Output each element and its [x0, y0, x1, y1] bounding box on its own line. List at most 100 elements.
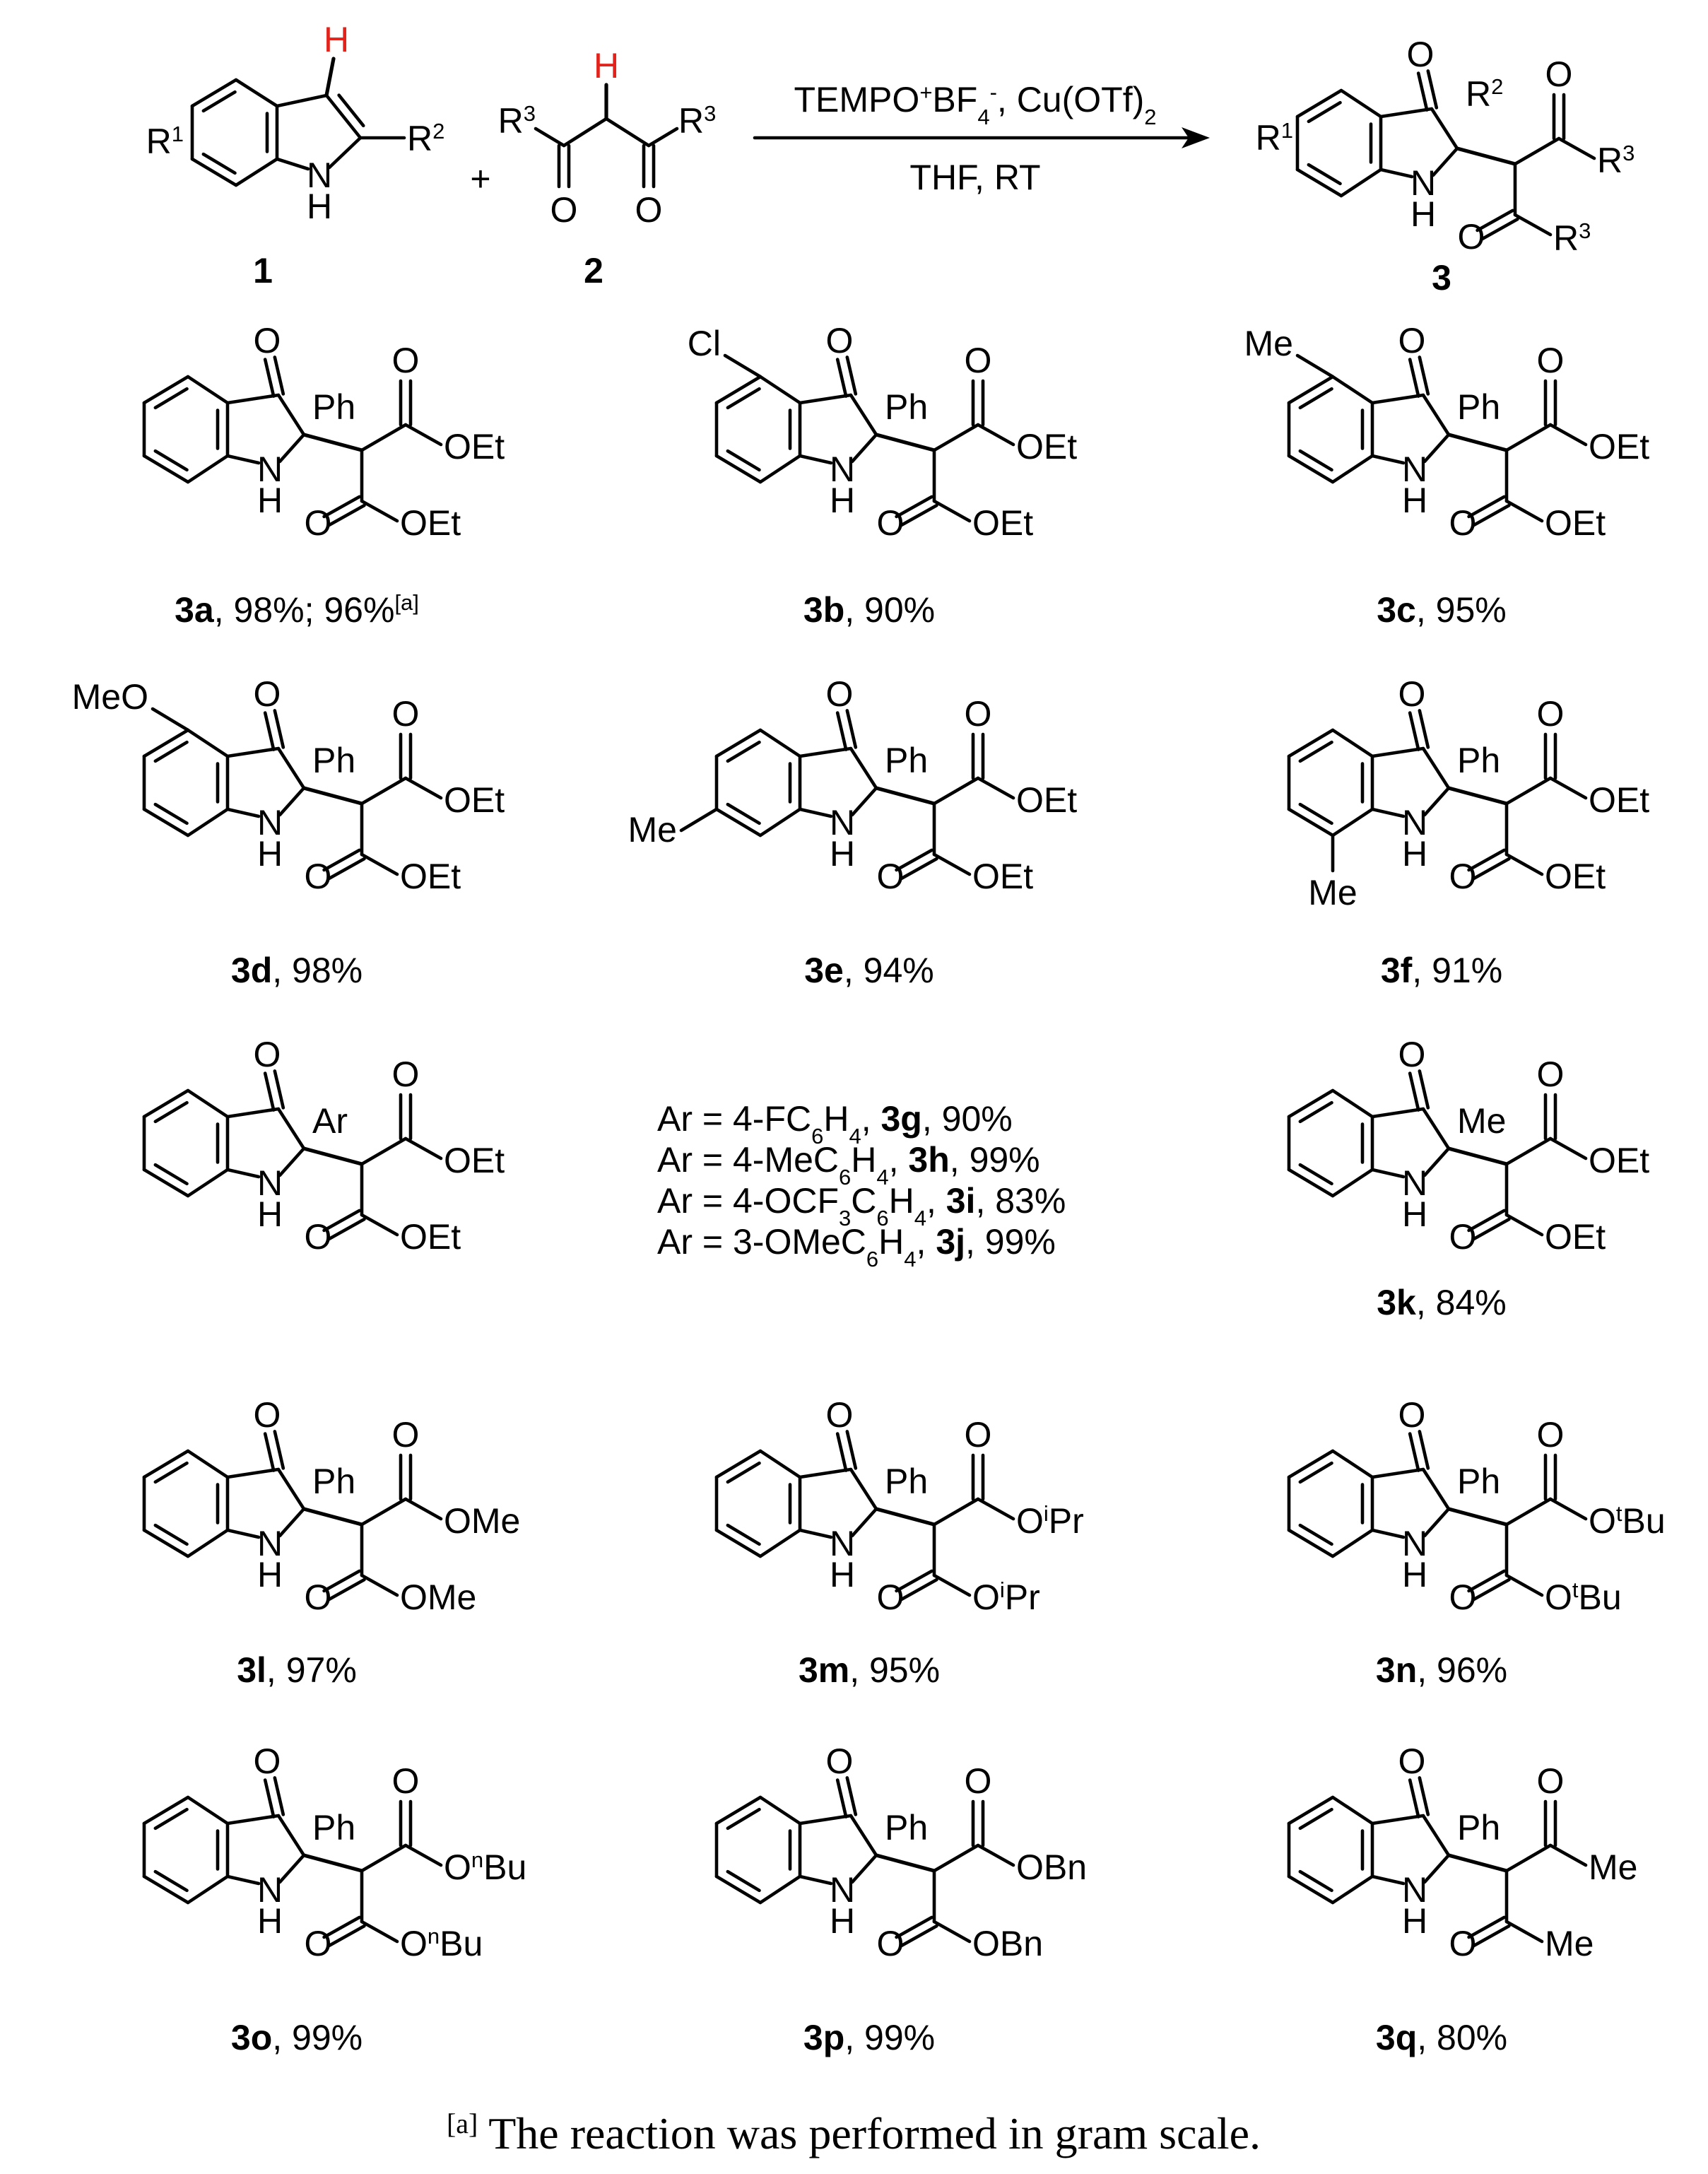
- ring-bond: [1421, 1467, 1451, 1511]
- ketone-oxygen: O: [254, 1741, 281, 1781]
- benzene-bond-inner: [153, 1807, 189, 1831]
- ring-bond: [225, 1467, 281, 1479]
- ester-carbonyl: [895, 848, 933, 872]
- ketone-bond: [845, 356, 858, 396]
- compound-caption-3k: 3k, 84%: [1377, 1283, 1506, 1322]
- c2-substituent: Ph: [885, 387, 928, 427]
- ester-bond: [1504, 499, 1544, 523]
- ring-bond: [225, 1107, 281, 1119]
- ester-oxygen: O: [1545, 54, 1573, 94]
- ketone-oxygen: O: [1398, 321, 1426, 360]
- nh-nitrogen: N: [257, 1524, 283, 1563]
- product-r2: R2: [1466, 74, 1503, 114]
- ketone-bond: [845, 1430, 858, 1470]
- compound-caption-3o: 3o, 99%: [231, 2018, 363, 2057]
- benzene-bond-inner: [153, 1523, 189, 1546]
- active-methylene-hydrogen: H: [594, 46, 619, 86]
- ester-bond: [1548, 423, 1588, 447]
- ester-oxygen: O: [1537, 694, 1565, 734]
- malonate-bond: [360, 1497, 408, 1527]
- ester-group-upper: OMe: [444, 1501, 520, 1541]
- ester-group-upper: OiPr: [1016, 1501, 1084, 1541]
- benzene-bond-inner: [1298, 1807, 1333, 1831]
- ring-bond: [276, 746, 306, 790]
- ester-bond: [404, 1497, 443, 1521]
- c3-h-bond: [324, 57, 336, 98]
- ester-group-upper: OtBu: [1589, 1501, 1666, 1541]
- ester-oxygen: O: [1537, 1415, 1565, 1455]
- ester-bond: [976, 423, 1015, 447]
- benzene-bond: [1331, 1088, 1374, 1119]
- ester-oxygen: O: [877, 1577, 905, 1617]
- benzene-bond: [1287, 728, 1335, 758]
- ester-carbonyl: [322, 495, 361, 519]
- ring-bond: [798, 1528, 833, 1539]
- ester-bond: [1513, 213, 1553, 237]
- ar-entry-3j: Ar = 3-OMeC6H4, 3j, 99%: [657, 1222, 1056, 1271]
- aryl-substituent: Me: [628, 810, 677, 850]
- benzene-bond: [142, 375, 190, 405]
- ester-bond: [360, 1573, 399, 1597]
- ester-oxygen: O: [877, 857, 905, 896]
- dicarbonyl-r3-right: R3: [678, 101, 716, 141]
- c2-substituent: Ph: [312, 741, 355, 780]
- ester-group-lower: OEt: [400, 857, 461, 896]
- indole-c3-hydrogen: H: [324, 20, 349, 59]
- ester-group-lower: OEt: [400, 503, 461, 543]
- benzene-bond: [142, 1088, 190, 1119]
- ring-bond: [1423, 433, 1451, 464]
- ring-bond: [1370, 454, 1406, 465]
- ester-carbonyl-2: [1480, 217, 1519, 241]
- compound-label-1: 1: [253, 251, 273, 290]
- nh-nitrogen: N: [257, 1163, 283, 1203]
- ketone-oxygen: O: [1398, 674, 1426, 714]
- ketone-oxygen: O: [826, 674, 854, 714]
- benzene-bond: [190, 157, 238, 187]
- ring-bond: [849, 746, 878, 790]
- ring-bond: [275, 157, 310, 171]
- ring-bond: [1431, 146, 1459, 177]
- ring-bond: [849, 1814, 878, 1857]
- ketone-bond-2: [1408, 1778, 1420, 1818]
- ring-bond: [798, 1814, 853, 1826]
- ester-carbonyl: [895, 495, 933, 519]
- benzene-bond: [758, 1874, 802, 1905]
- ester-oxygen: O: [877, 503, 905, 543]
- benzene-bond: [142, 1874, 190, 1905]
- ester-carbonyl-2: [327, 1924, 366, 1948]
- ketone-bond: [273, 356, 285, 396]
- benzene-bond-inner: [1298, 449, 1333, 472]
- ketone-bond-2: [263, 1778, 276, 1818]
- malonate-bond: [1504, 1497, 1553, 1527]
- benzene-bond: [758, 1449, 802, 1479]
- ketone-oxygen: O: [254, 321, 281, 360]
- benzene-bond: [186, 1168, 230, 1198]
- benzene-bond-inner: [726, 1461, 761, 1484]
- ring-bond: [1421, 1107, 1451, 1151]
- new-cc-bond: [874, 786, 936, 806]
- ketone-bond-2: [835, 711, 848, 751]
- c2-c3-double-bond-inner: [337, 93, 365, 128]
- nh-nitrogen: N: [257, 1870, 283, 1910]
- nh-hydrogen: H: [1402, 1555, 1427, 1594]
- benzene-bond: [1287, 375, 1335, 405]
- aryl-substituent: Me: [1244, 324, 1293, 363]
- plus-sign: +: [470, 159, 490, 199]
- nh-hydrogen: H: [257, 834, 283, 874]
- ester-bond: [976, 1497, 1015, 1521]
- benzene-bond: [714, 375, 762, 405]
- benzene-bond-inner: [153, 1461, 189, 1484]
- nh-hydrogen: H: [830, 1555, 855, 1594]
- benzene-bond: [1331, 1449, 1374, 1479]
- ester-oxygen: O: [1537, 1054, 1565, 1094]
- benzene-bond: [1287, 1795, 1335, 1826]
- ester-carbonyl: [895, 1915, 933, 1939]
- ring-bond: [1370, 746, 1425, 758]
- benzene-bond: [714, 454, 762, 484]
